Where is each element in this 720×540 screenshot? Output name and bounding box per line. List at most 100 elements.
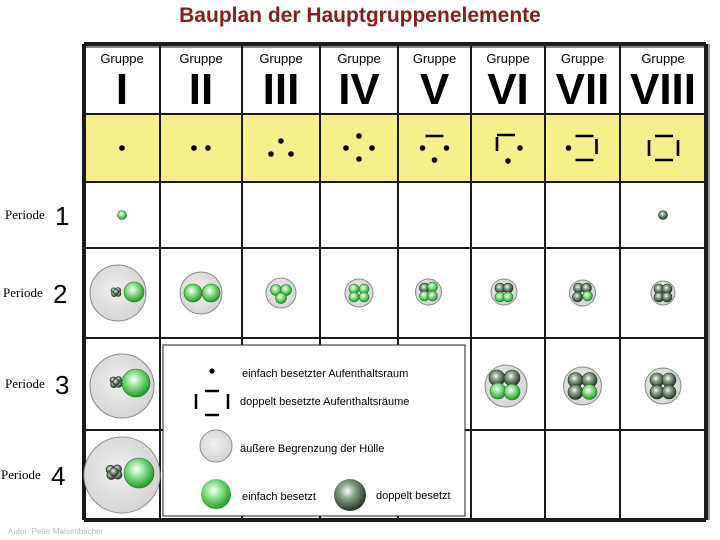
legend-double-bar-label: doppelt besetzte Aufenthaltsräume xyxy=(240,396,409,408)
electron-dot xyxy=(419,145,426,151)
electron-dot xyxy=(356,156,362,162)
single-sphere xyxy=(502,291,514,303)
period-number: 1 xyxy=(55,201,69,231)
atom-shell xyxy=(644,367,682,405)
electron-dot xyxy=(278,138,284,144)
valence-symbol-group-V xyxy=(419,134,450,163)
electron-dot xyxy=(191,145,197,151)
single-sphere xyxy=(581,384,598,400)
legend: einfach besetzter Aufenthaltsraum doppel… xyxy=(162,344,466,517)
period-label: Periode xyxy=(5,376,45,391)
single-sphere xyxy=(123,281,145,303)
group-numeral: II xyxy=(189,65,213,114)
atom-shell xyxy=(415,278,442,306)
double-sphere xyxy=(572,291,583,303)
diagram-title: Bauplan der Hauptgruppenelemente xyxy=(179,4,541,27)
group-word: Gruppe xyxy=(641,51,684,66)
group-numeral: V xyxy=(420,65,450,114)
electron-dot xyxy=(443,145,450,151)
group-word: Gruppe xyxy=(413,51,456,66)
valence-symbol-group-I xyxy=(119,145,125,151)
single-sphere xyxy=(121,368,151,398)
double-sphere xyxy=(658,210,668,220)
single-sphere xyxy=(358,291,370,303)
group-numeral: VII xyxy=(556,65,610,114)
double-sphere xyxy=(109,467,119,477)
double-sphere xyxy=(567,384,584,400)
group-numeral: VIII xyxy=(630,65,696,114)
legend-double-sphere-label: doppelt besetzt xyxy=(376,490,451,502)
atom-shell xyxy=(650,280,676,306)
electron-dot xyxy=(505,158,511,164)
single-sphere xyxy=(123,457,155,489)
electron-dot xyxy=(517,145,523,151)
single-sphere xyxy=(427,281,438,293)
group-word: Gruppe xyxy=(561,51,604,66)
valence-symbol-group-II xyxy=(191,145,211,151)
single-sphere xyxy=(275,292,287,304)
atom-models xyxy=(83,210,682,514)
single-sphere xyxy=(489,382,507,400)
electron-dot xyxy=(205,145,211,151)
double-sphere xyxy=(661,384,677,400)
electron-dot xyxy=(565,145,572,151)
period-label: Periode xyxy=(1,467,41,482)
period-number: 2 xyxy=(53,279,67,309)
period-label: Periode xyxy=(3,285,43,300)
double-sphere xyxy=(112,378,120,386)
period-number: 4 xyxy=(51,461,65,491)
group-word: Gruppe xyxy=(100,51,143,66)
atom-shell xyxy=(563,366,602,406)
valence-symbol-group-III xyxy=(268,138,294,157)
author-credit: Autor: Peter Maisenbacher xyxy=(8,527,103,536)
double-sphere xyxy=(112,288,120,296)
group-numeral: VI xyxy=(487,65,529,114)
single-sphere xyxy=(427,290,438,302)
double-sphere xyxy=(503,369,521,387)
double-sphere-icon xyxy=(334,479,366,511)
electron-dot xyxy=(343,145,349,151)
group-word: Gruppe xyxy=(259,51,302,66)
legend-shell-label: äußere Begrenzung der Hülle xyxy=(240,443,384,455)
valence-symbol-group-VII xyxy=(565,134,598,162)
group-word: Gruppe xyxy=(337,51,380,66)
single-sphere-icon xyxy=(201,479,231,509)
valence-symbol-group-VI xyxy=(495,133,523,164)
single-sphere xyxy=(117,210,127,220)
legend-single-dot-label: einfach besetzter Aufenthaltsraum xyxy=(242,368,408,380)
electron-dot xyxy=(119,145,125,151)
electron-dot xyxy=(431,157,438,163)
valence-symbol-group-IV xyxy=(343,133,375,162)
single-electron-icon xyxy=(209,368,215,374)
shell-icon xyxy=(199,429,233,463)
single-sphere xyxy=(183,283,203,303)
electron-dot xyxy=(356,133,362,139)
electron-dot xyxy=(288,151,294,157)
atom-shell xyxy=(344,278,374,308)
valence-symbol-group-VIII xyxy=(647,134,680,162)
single-sphere xyxy=(201,283,221,303)
group-word: Gruppe xyxy=(179,51,222,66)
valence-electron-row xyxy=(119,133,680,164)
electron-dot xyxy=(369,145,375,151)
group-headers: GruppeIGruppeIIGruppeIIIGruppeIVGruppeVG… xyxy=(100,51,696,114)
group-word: Gruppe xyxy=(486,51,529,66)
single-sphere xyxy=(348,291,360,303)
atom-shell xyxy=(490,278,518,306)
electron-pair-icon xyxy=(194,389,230,417)
period-number: 3 xyxy=(55,370,69,400)
single-sphere xyxy=(503,383,521,401)
group-numeral: I xyxy=(116,65,128,114)
double-sphere xyxy=(661,291,673,303)
electron-dot xyxy=(268,151,274,157)
period-label: Periode xyxy=(5,207,45,222)
table-grid xyxy=(82,42,710,522)
legend-single-sphere-label: einfach besetzt xyxy=(242,491,316,503)
group-numeral: III xyxy=(263,65,300,114)
double-sphere xyxy=(502,282,514,294)
atom-shell xyxy=(484,364,528,408)
group-numeral: IV xyxy=(338,65,380,114)
single-sphere xyxy=(582,290,593,302)
